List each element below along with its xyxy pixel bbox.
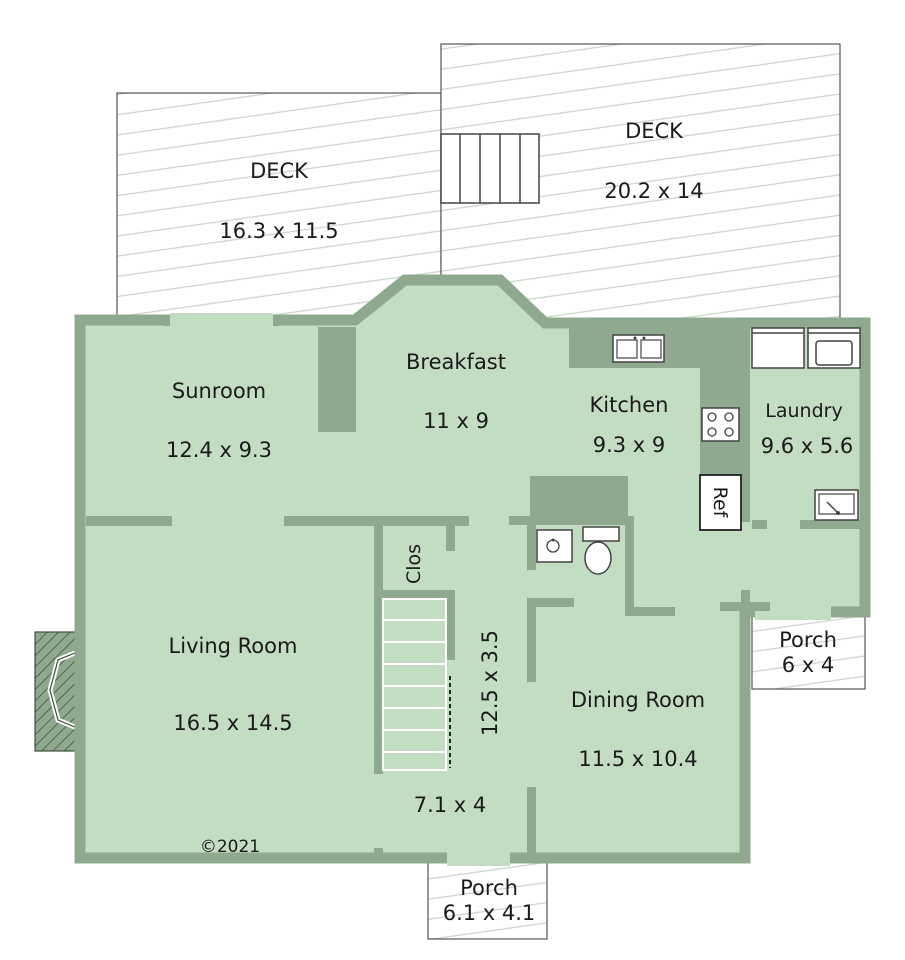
laundry-label: Laundry 9.6 x 5.6 <box>761 400 854 458</box>
porch-front-dims: 6.1 x 4.1 <box>443 901 536 925</box>
sunroom-dims: 12.4 x 9.3 <box>166 438 272 462</box>
foyer-dims: 7.1 x 4 <box>414 793 487 817</box>
porch-front-label: Porch 6.1 x 4.1 <box>443 876 536 925</box>
porch-side-label: Porch 6 x 4 <box>779 628 837 677</box>
deck-right-label: DECK 20.2 x 14 <box>604 119 703 203</box>
powder-sink <box>536 529 573 563</box>
opening-jambs <box>164 315 279 326</box>
deck-right-dims: 20.2 x 14 <box>604 179 703 203</box>
living-room-label: Living Room 16.5 x 14.5 <box>169 634 298 735</box>
porch-front-name: Porch <box>460 876 518 900</box>
deck-left-name: DECK <box>250 159 309 183</box>
toilet <box>582 526 620 575</box>
porch-side-dims: 6 x 4 <box>782 653 835 677</box>
sunroom-name: Sunroom <box>172 379 266 403</box>
stairs <box>382 598 451 771</box>
deck-right-name: DECK <box>625 119 684 143</box>
house-outline <box>74 274 871 864</box>
deck-stairs <box>440 133 540 204</box>
breakfast-label: Breakfast 11 x 9 <box>406 350 506 433</box>
kitchen-label: Kitchen 9.3 x 9 <box>590 393 669 457</box>
sunroom-label: Sunroom 12.4 x 9.3 <box>166 379 272 462</box>
hall-dims: 12.5 x 3.5 <box>478 630 502 736</box>
living-room-name: Living Room <box>169 634 298 658</box>
exterior-openings <box>170 313 831 866</box>
dining-room-dims: 11.5 x 10.4 <box>578 747 697 771</box>
porch-side-name: Porch <box>779 628 837 652</box>
stove <box>701 407 740 442</box>
dining-room-label: Dining Room 11.5 x 10.4 <box>571 688 705 771</box>
laundry-name: Laundry <box>765 400 842 422</box>
kitchen-dims: 9.3 x 9 <box>593 433 666 457</box>
porch-side <box>751 606 866 690</box>
refrigerator: Ref <box>699 474 742 531</box>
breakfast-dims: 11 x 9 <box>423 409 489 433</box>
refrigerator-label: Ref <box>709 487 731 519</box>
deck-left <box>116 92 442 322</box>
breakfast-name: Breakfast <box>406 350 506 374</box>
laundry-sink <box>814 489 859 521</box>
closet-label: Clos <box>403 544 425 584</box>
kitchen-name: Kitchen <box>590 393 669 417</box>
deck-left-label: DECK 16.3 x 11.5 <box>219 159 338 243</box>
deck-left-dims: 16.3 x 11.5 <box>219 219 338 243</box>
washer-dryer <box>751 327 861 369</box>
fireplace <box>34 631 83 752</box>
kitchen-sink <box>612 334 665 363</box>
dining-room-name: Dining Room <box>571 688 705 712</box>
laundry-dims: 9.6 x 5.6 <box>761 434 854 458</box>
living-room-dims: 16.5 x 14.5 <box>173 711 292 735</box>
porch-front <box>427 861 548 940</box>
copyright: ©2021 <box>200 837 260 857</box>
